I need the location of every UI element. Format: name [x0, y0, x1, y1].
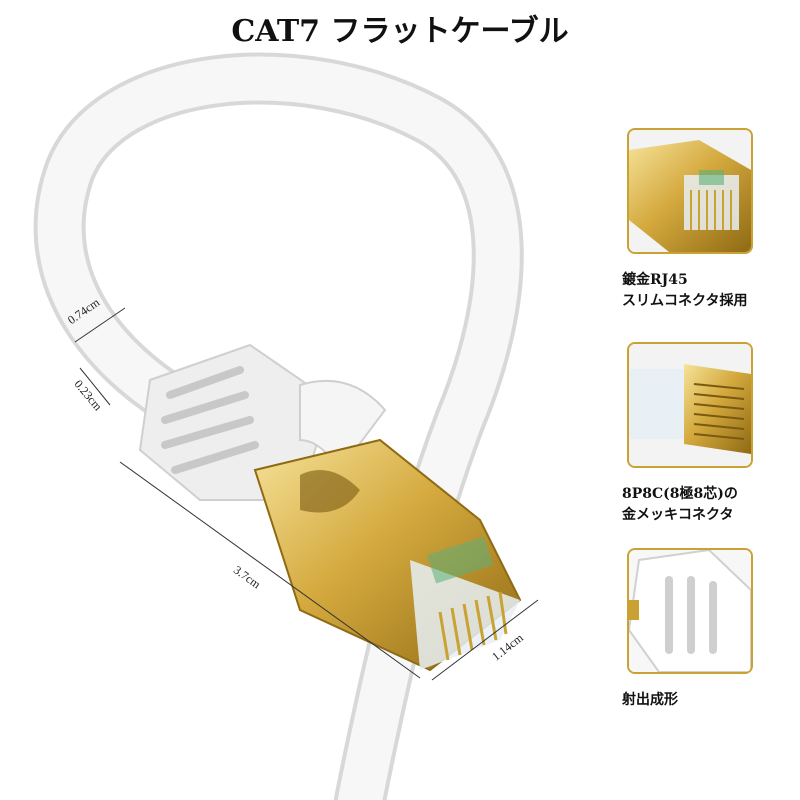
gold-rj45-plug	[253, 438, 522, 672]
molded-boot-icon	[629, 550, 751, 672]
feature-thumb-8p8c	[627, 342, 753, 468]
feature-3-line1: 射出成形	[622, 692, 678, 708]
cable-boot	[138, 343, 387, 501]
feature-2-line2: 金メッキコネクタ	[622, 507, 734, 523]
feature-1-line2: スリムコネクタ採用	[622, 293, 748, 309]
feature-caption-1: 鍍金RJ45 スリムコネクタ採用	[622, 270, 747, 312]
feature-1-line1: 鍍金RJ45	[622, 272, 688, 288]
feature-caption-2: 8P8C(8極8芯)の 金メッキコネクタ	[622, 484, 738, 526]
gold-rj45-connector-icon	[629, 130, 751, 252]
feature-2-line1: 8P8C(8極8芯)の	[622, 486, 738, 502]
feature-caption-3: 射出成形	[622, 690, 678, 711]
8p8c-gold-contacts-icon	[629, 344, 751, 466]
feature-thumb-molded-boot	[627, 548, 753, 674]
dimension-lines	[74, 307, 539, 681]
page-title: CAT7 フラットケーブル	[231, 14, 569, 49]
feature-thumb-gold-rj45	[627, 128, 753, 254]
